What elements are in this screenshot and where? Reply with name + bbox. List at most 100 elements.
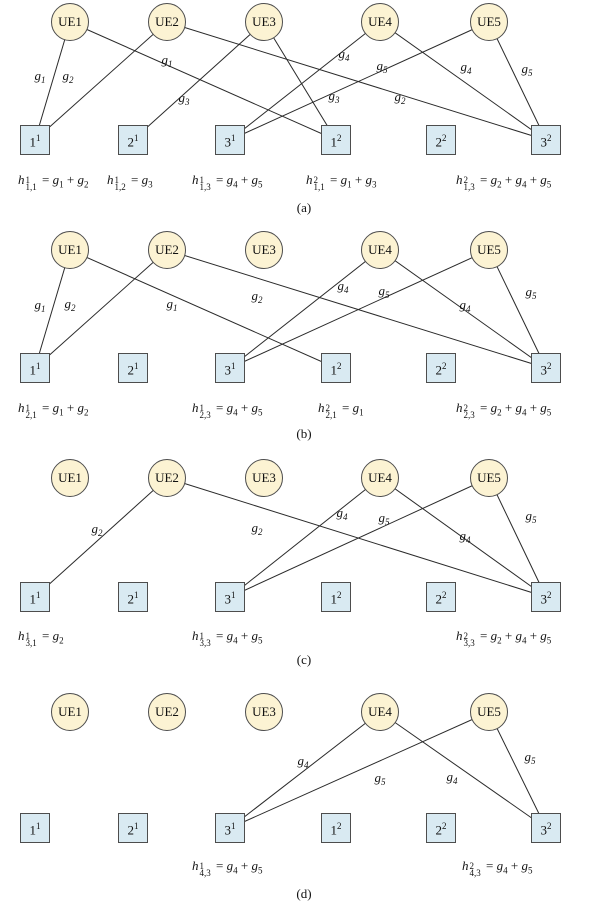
edge-UE1-1-2 xyxy=(69,21,337,141)
edge-label-g2: g2 xyxy=(252,520,264,537)
edge-UE1-1-1 xyxy=(34,249,71,369)
edge-label-g4: g4 xyxy=(337,505,349,522)
edge-UE5-3-2 xyxy=(488,21,547,141)
bs-label-sup: 2 xyxy=(442,590,447,600)
bs-node-3-2-a: 32 xyxy=(531,125,561,155)
bs-label-sup: 2 xyxy=(547,133,552,143)
ue-node-UE2-a: UE2 xyxy=(148,3,186,41)
bs-label-base: 2 xyxy=(435,591,443,607)
edge-label-g5: g5 xyxy=(526,508,538,525)
ue-node-UE2-b: UE2 xyxy=(148,231,186,269)
ue-node-UE5-d: UE5 xyxy=(470,693,508,731)
bs-label-base: 3 xyxy=(224,591,232,607)
bs-label-base: 2 xyxy=(435,362,443,378)
edge-label-g2: g2 xyxy=(92,521,104,538)
bs-node-1-1-d: 11 xyxy=(20,813,50,843)
bs-node-3-2-d: 32 xyxy=(531,813,561,843)
bs-label-base: 3 xyxy=(224,134,232,150)
edge-UE5-3-1 xyxy=(229,477,490,598)
ue-node-UE2-d: UE2 xyxy=(148,693,186,731)
edge-UE2-1-1 xyxy=(34,249,168,369)
edge-label-g4: g4 xyxy=(460,297,472,314)
bs-label-base: 1 xyxy=(330,591,338,607)
bs-node-2-2-c: 22 xyxy=(426,582,456,612)
bs-label-sup: 1 xyxy=(36,821,41,831)
edge-label-g1: g1 xyxy=(35,297,46,314)
ue-node-UE3-c: UE3 xyxy=(245,459,283,497)
ue-node-UE3-d: UE3 xyxy=(245,693,283,731)
edge-UE4-3-2 xyxy=(379,249,547,369)
ue-node-UE1-b: UE1 xyxy=(51,231,89,269)
edge-UE3-2-1 xyxy=(132,21,265,141)
bs-node-3-2-b: 32 xyxy=(531,353,561,383)
bs-node-1-2-d: 12 xyxy=(321,813,351,843)
bs-label-base: 3 xyxy=(224,822,232,838)
edge-UE3-1-2 xyxy=(263,21,337,141)
bs-label-sup: 2 xyxy=(337,590,342,600)
bs-label-sup: 1 xyxy=(134,361,139,371)
bs-label-base: 3 xyxy=(540,362,548,378)
bs-label-sup: 1 xyxy=(231,361,236,371)
bs-label-base: 1 xyxy=(29,591,37,607)
edge-label-g2: g2 xyxy=(395,89,407,106)
bs-label-sup: 2 xyxy=(547,361,552,371)
edge-label-g5: g5 xyxy=(526,284,538,301)
ue-node-UE5-b: UE5 xyxy=(470,231,508,269)
edge-UE5-3-1 xyxy=(229,711,490,829)
edge-label-g4: g4 xyxy=(460,528,472,545)
bs-node-2-1-d: 21 xyxy=(118,813,148,843)
edge-label-g3: g3 xyxy=(179,90,191,107)
bs-label-sup: 1 xyxy=(36,361,41,371)
bs-label-sup: 2 xyxy=(337,133,342,143)
edge-UE4-3-1 xyxy=(229,477,381,598)
panel-caption-d: (d) xyxy=(296,886,312,901)
ue-node-UE4-b: UE4 xyxy=(361,231,399,269)
ue-node-UE5-c: UE5 xyxy=(470,459,508,497)
bs-label-base: 2 xyxy=(127,134,135,150)
edge-label-g5: g5 xyxy=(375,770,387,787)
panel-caption-a: (a) xyxy=(296,200,312,215)
edge-label-g2: g2 xyxy=(65,296,77,313)
edge-UE5-3-1 xyxy=(229,249,490,369)
bs-node-3-1-b: 31 xyxy=(215,353,245,383)
edge-UE4-3-2 xyxy=(379,21,547,141)
edge-UE1-1-1 xyxy=(34,21,71,141)
bs-label-sup: 2 xyxy=(547,821,552,831)
edge-label-g2: g2 xyxy=(252,288,264,305)
ue-node-UE3-b: UE3 xyxy=(245,231,283,269)
bs-label-sup: 1 xyxy=(36,590,41,600)
bs-node-1-1-b: 11 xyxy=(20,353,50,383)
bs-label-base: 3 xyxy=(540,134,548,150)
bs-node-3-1-a: 31 xyxy=(215,125,245,155)
edge-label-g5: g5 xyxy=(522,61,534,78)
bs-label-base: 1 xyxy=(29,822,37,838)
bs-label-sup: 2 xyxy=(337,361,342,371)
bs-label-sup: 1 xyxy=(231,590,236,600)
edge-UE5-3-2 xyxy=(488,249,547,369)
bs-node-1-2-b: 12 xyxy=(321,353,351,383)
edge-UE2-3-2 xyxy=(166,477,547,598)
bs-node-2-2-b: 22 xyxy=(426,353,456,383)
edge-UE5-3-2 xyxy=(488,477,547,598)
edge-label-g4: g4 xyxy=(298,753,310,770)
ue-node-UE4-a: UE4 xyxy=(361,3,399,41)
bs-label-sup: 2 xyxy=(337,821,342,831)
